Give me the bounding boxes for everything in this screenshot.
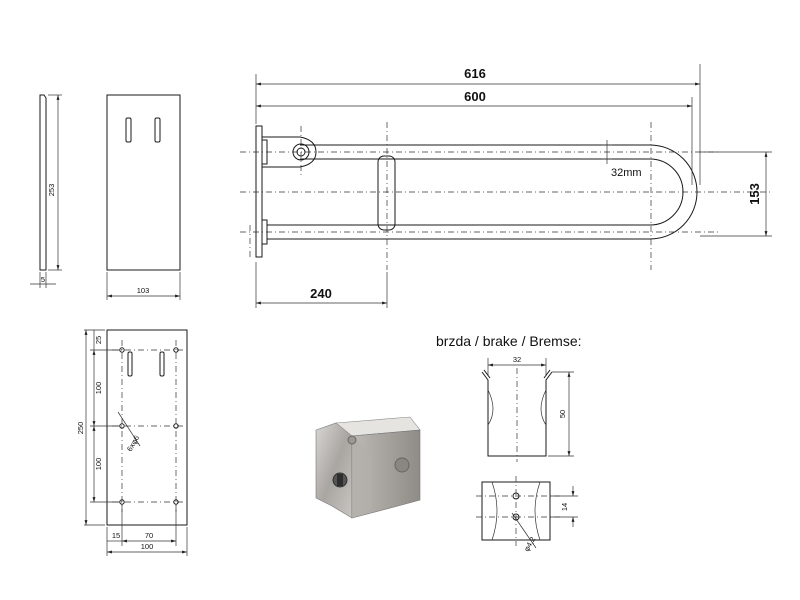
dim-upper: 100 bbox=[94, 382, 103, 395]
dim-brake-offset: 240 bbox=[310, 286, 332, 301]
dim-brake-height: 50 bbox=[558, 410, 567, 418]
dim-span: 70 bbox=[145, 531, 153, 540]
dim-left: 15 bbox=[112, 531, 120, 540]
brake-front-view: 32 50 bbox=[481, 355, 574, 462]
dim-width: 100 bbox=[141, 542, 154, 551]
plate-hole-drawing: 6xφ6 25 100 100 250 15 70 100 bbox=[76, 329, 188, 556]
brake-top-view: 14 φ4,2 bbox=[476, 476, 578, 553]
dim-lower: 100 bbox=[94, 458, 103, 471]
dim-plate-width: 103 bbox=[137, 286, 150, 295]
dim-top: 25 bbox=[94, 336, 103, 344]
dim-height: 153 bbox=[747, 183, 762, 205]
dim-total: 250 bbox=[76, 422, 85, 435]
dim-brake-width: 32 bbox=[513, 355, 521, 364]
dim-bar-length: 600 bbox=[464, 89, 486, 104]
dim-plate-side-height: 253 bbox=[47, 184, 56, 197]
dim-plate-side-thickness: 5 bbox=[41, 275, 45, 284]
plate-front-view: 103 bbox=[106, 94, 181, 300]
plate-side-view: 253 5 bbox=[30, 94, 62, 288]
grab-bar-view: 616 600 32mm 153 240 bbox=[240, 64, 772, 308]
dim-overall-length: 616 bbox=[464, 66, 486, 81]
brake-illustration bbox=[315, 416, 421, 519]
dim-tube-offset: 32mm bbox=[611, 167, 642, 179]
dim-brake-hole-spacing: 14 bbox=[560, 503, 569, 511]
dim-brake-hole-dia: φ4,2 bbox=[522, 535, 537, 553]
brake-title: brzda / brake / Bremse: bbox=[436, 333, 582, 349]
dim-hole-dia: 6xφ6 bbox=[125, 434, 141, 453]
